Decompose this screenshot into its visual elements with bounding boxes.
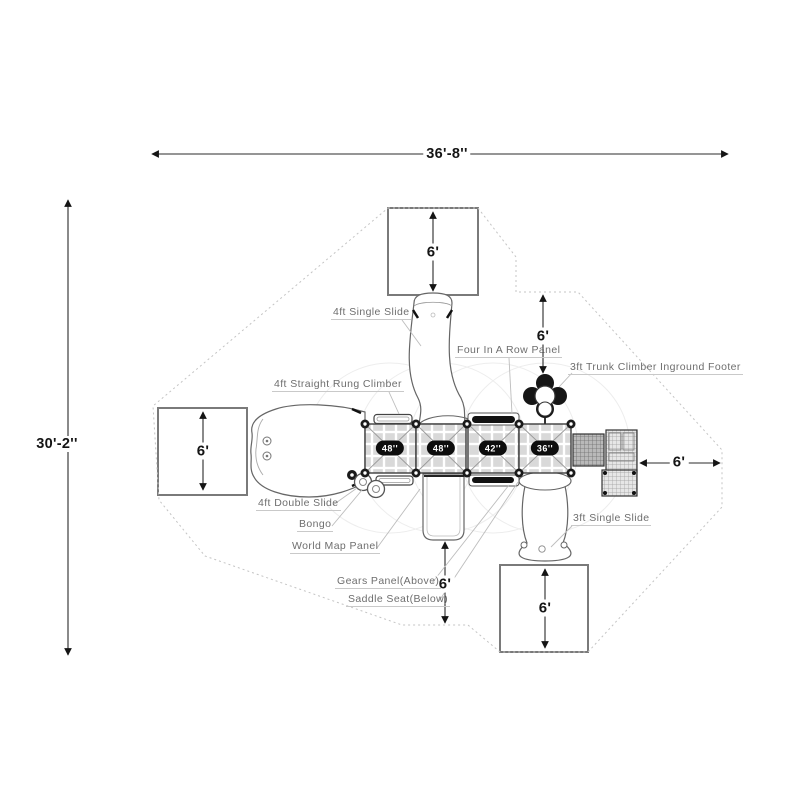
platform-height-deck1: 48'' (375, 440, 405, 456)
label-trunk-climber-footer: 3ft Trunk Climber Inground Footer (568, 361, 743, 375)
leader-lines (331, 319, 573, 602)
single-slide-3ft (518, 471, 572, 562)
dim-text-overall-width: 36'-8'' (423, 146, 471, 162)
dim-text-square-top: 6' (423, 243, 443, 261)
dim-text-square-bottom-right: 6' (535, 599, 555, 617)
label-world-map-panel: World Map Panel (290, 540, 381, 554)
single-slide-4ft (408, 292, 480, 428)
platform-height-deck3: 42'' (478, 440, 508, 456)
straight-rung-climber (373, 413, 413, 425)
deck-assembly (364, 423, 572, 474)
dim-text-trunk-gap: 6' (533, 327, 553, 345)
bongo (347, 470, 386, 499)
single-slide-below (422, 473, 465, 541)
label-single-slide-3ft: 3ft Single Slide (571, 512, 652, 526)
dim-text-overall-height: 30'-2'' (33, 436, 81, 452)
ramp-right (572, 429, 638, 497)
label-double-slide-4ft: 4ft Double Slide (256, 497, 341, 511)
dim-text-right-gap: 6' (669, 453, 689, 471)
use-zone-boundary (152, 207, 723, 653)
platform-height-deck4: 36'' (530, 440, 560, 456)
label-straight-rung-climber: 4ft Straight Rung Climber (272, 378, 404, 392)
label-bongo: Bongo (297, 518, 334, 532)
label-gears-panel: Gears Panel(Above) (335, 575, 442, 589)
platform-height-deck2: 48'' (426, 440, 456, 456)
trunk-climber-3ft (523, 374, 567, 424)
deck-posts (360, 419, 576, 478)
label-four-in-a-row-panel: Four In A Row Panel (455, 344, 563, 358)
label-saddle-seat: Saddle Seat(Below) (346, 593, 451, 607)
panels-and-rails (373, 412, 520, 487)
label-single-slide-4ft: 4ft Single Slide (331, 306, 412, 320)
dim-text-square-left: 6' (193, 442, 213, 460)
double-slide-4ft (250, 404, 366, 498)
